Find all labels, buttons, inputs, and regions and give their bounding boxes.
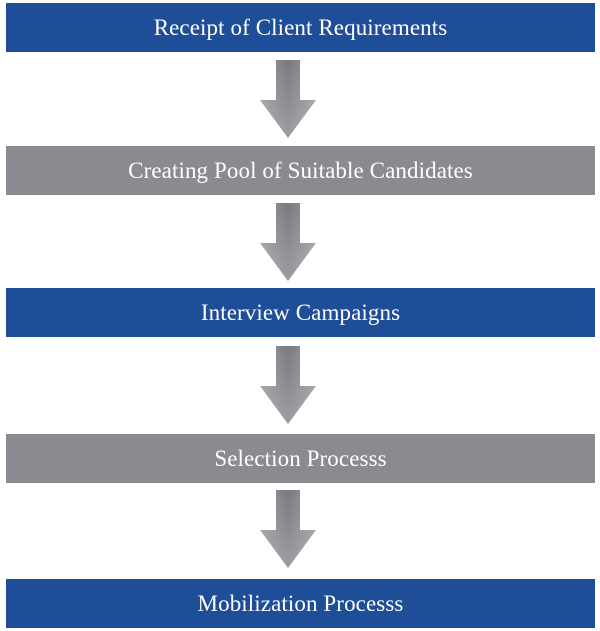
arrow-down-icon	[260, 346, 316, 424]
arrow-down-icon	[260, 490, 316, 568]
step-label: Interview Campaigns	[200, 299, 401, 325]
step-selection-process: Selection Processs	[6, 434, 595, 483]
step-label: Receipt of Client Requirements	[153, 14, 448, 40]
arrow-down-icon	[260, 60, 316, 138]
step-creating-pool-of-suitable-candidates: Creating Pool of Suitable Candidates	[6, 146, 595, 195]
arrow-down-icon	[260, 203, 316, 281]
step-label: Mobilization Processs	[197, 590, 404, 616]
step-mobilization-process: Mobilization Processs	[6, 579, 595, 628]
step-label: Creating Pool of Suitable Candidates	[128, 157, 473, 183]
step-interview-campaigns: Interview Campaigns	[6, 288, 595, 337]
step-receipt-of-client-requirements: Receipt of Client Requirements	[6, 3, 595, 52]
step-label: Selection Processs	[214, 445, 387, 471]
